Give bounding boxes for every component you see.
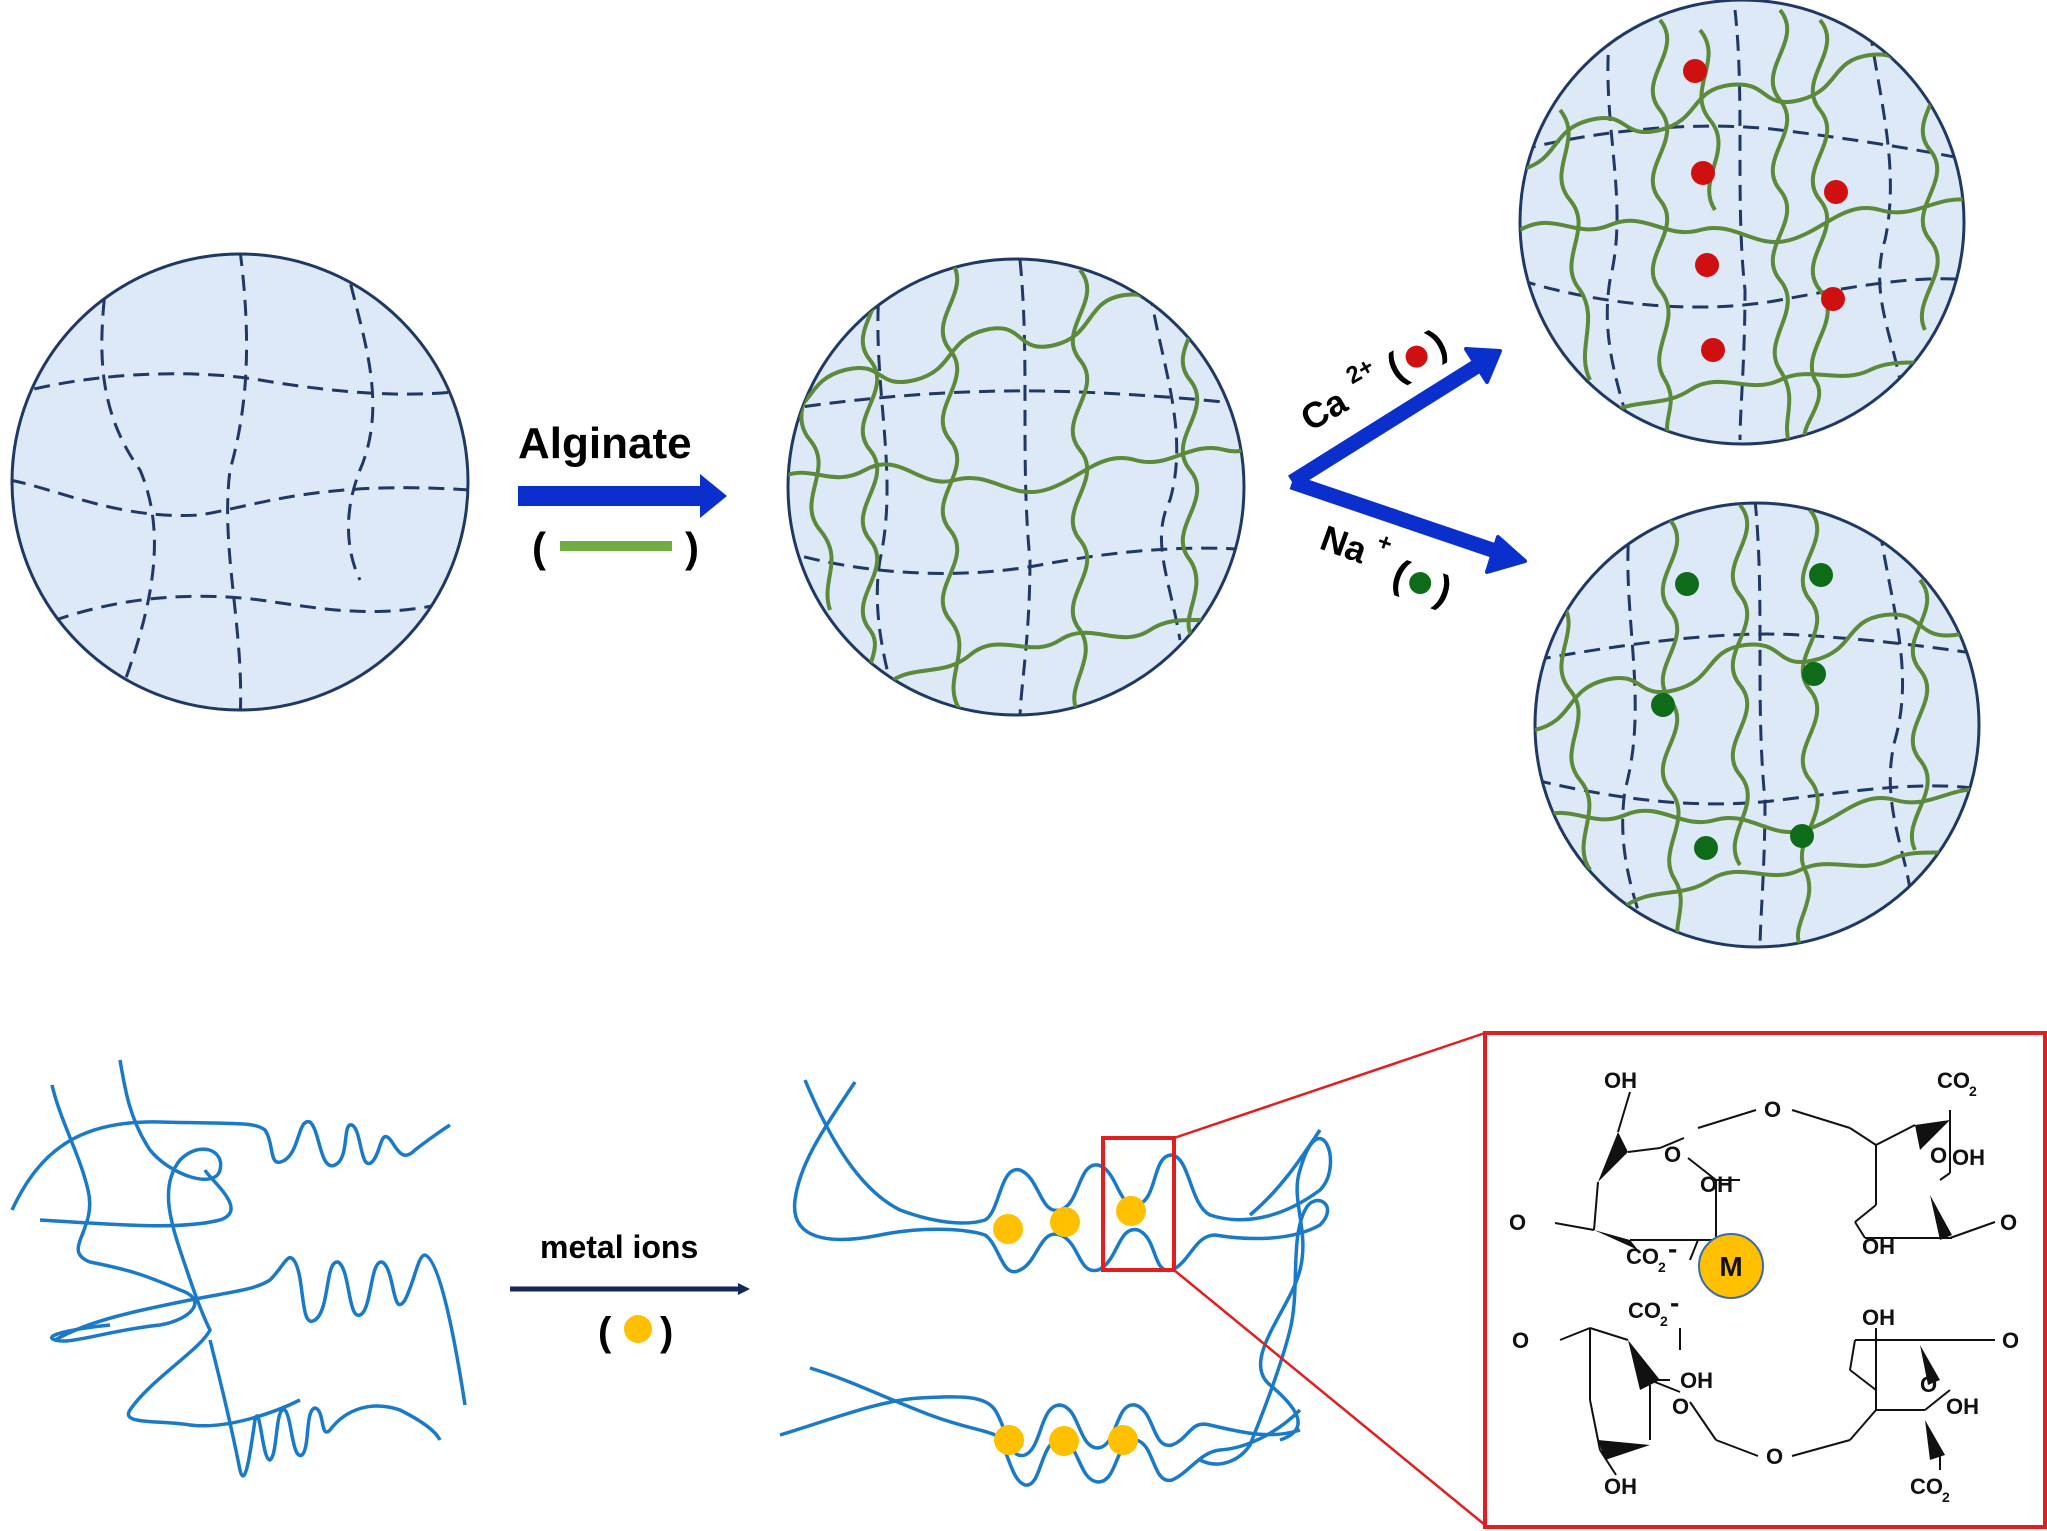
zoom-source-box <box>1101 1136 1176 1272</box>
egg-box-chemical-structure <box>1554 1091 1996 1476</box>
metal-ion-center: M <box>1698 1233 1764 1299</box>
ring-bottom-left <box>1559 1327 1759 1476</box>
metal-label: M <box>1719 1251 1742 1282</box>
svg-text:2: 2 <box>1942 1489 1950 1505</box>
svg-text:OH: OH <box>1946 1394 1979 1419</box>
svg-text:O: O <box>1672 1394 1689 1419</box>
svg-text:2: 2 <box>1658 1259 1666 1275</box>
svg-text:O: O <box>1664 1142 1681 1167</box>
svg-text:): ) <box>660 1310 673 1354</box>
svg-text:(: ( <box>598 1310 612 1354</box>
svg-text:O: O <box>1512 1328 1529 1353</box>
na-ions <box>1651 563 1833 860</box>
bead-calcium <box>1518 0 1966 446</box>
alginate-step: Alginate ( ) <box>518 419 727 571</box>
ring-top-left <box>1554 1091 1757 1261</box>
zoom-callout <box>1101 1031 2047 1529</box>
metal-ions-step: metal ions ( ) <box>510 1229 750 1354</box>
svg-text:OH: OH <box>1862 1234 1895 1259</box>
svg-text:2: 2 <box>1660 1313 1668 1329</box>
svg-text:-: - <box>1668 1233 1677 1264</box>
ca-label: Ca 2+ ( ) <box>1294 321 1455 439</box>
bead-alginate <box>786 257 1246 717</box>
svg-text:CO: CO <box>1937 1068 1970 1093</box>
egg-box-chains <box>779 1079 1333 1487</box>
svg-text:O: O <box>2000 1210 2017 1235</box>
alginate-label: Alginate <box>518 419 692 468</box>
svg-text:CO: CO <box>1628 1298 1661 1323</box>
svg-text:OH: OH <box>1862 1305 1895 1330</box>
svg-text:O: O <box>1920 1372 1937 1397</box>
svg-text:O: O <box>1766 1444 1783 1469</box>
svg-text:2+: 2+ <box>1341 353 1378 390</box>
svg-text:O: O <box>2002 1328 2019 1353</box>
ca-ion-legend <box>1405 345 1428 368</box>
free-alginate-chains <box>10 1059 467 1478</box>
alginate-chains <box>1535 503 1979 947</box>
bead-sodium <box>1533 501 1981 949</box>
bead-plain <box>10 252 470 712</box>
metal-ion-legend <box>624 1315 652 1343</box>
dashed-network <box>1535 503 1979 947</box>
svg-text:OH: OH <box>1952 1145 1985 1170</box>
svg-text:2: 2 <box>1969 1083 1977 1099</box>
ring-bottom-right <box>1791 1328 1995 1470</box>
dashed-network <box>12 254 468 710</box>
svg-text:Na: Na <box>1315 517 1373 572</box>
alginate-arrow <box>518 474 727 518</box>
zoom-detail-box <box>1483 1031 2047 1529</box>
svg-text:-: - <box>1670 1287 1679 1318</box>
svg-text:Ca: Ca <box>1294 380 1355 439</box>
svg-text:O: O <box>1764 1097 1781 1122</box>
svg-text:OH: OH <box>1700 1172 1733 1197</box>
metal-ions-label: metal ions <box>540 1229 698 1265</box>
svg-text:CO: CO <box>1626 1244 1659 1269</box>
svg-text:(: ( <box>532 524 546 571</box>
svg-text:): ) <box>1430 568 1458 614</box>
svg-text:+: + <box>1374 528 1396 558</box>
ca-ions <box>1683 59 1848 362</box>
svg-text:OH: OH <box>1604 1474 1637 1499</box>
svg-text:(: ( <box>1387 552 1415 598</box>
svg-text:): ) <box>685 524 699 571</box>
svg-text:O: O <box>1930 1143 1947 1168</box>
svg-text:O: O <box>1509 1210 1526 1235</box>
svg-text:OH: OH <box>1680 1368 1713 1393</box>
svg-text:OH: OH <box>1604 1068 1637 1093</box>
branch-arrows <box>1288 347 1527 574</box>
egg-box-metal-ions <box>993 1196 1146 1456</box>
na-ion-legend <box>1409 572 1432 595</box>
ring-top-right <box>1791 1109 1996 1240</box>
chemical-labels: OH O CO 2 O OH O OH O O OH CO 2 - CO 2 -… <box>1509 1068 2019 1505</box>
svg-text:CO: CO <box>1910 1474 1943 1499</box>
